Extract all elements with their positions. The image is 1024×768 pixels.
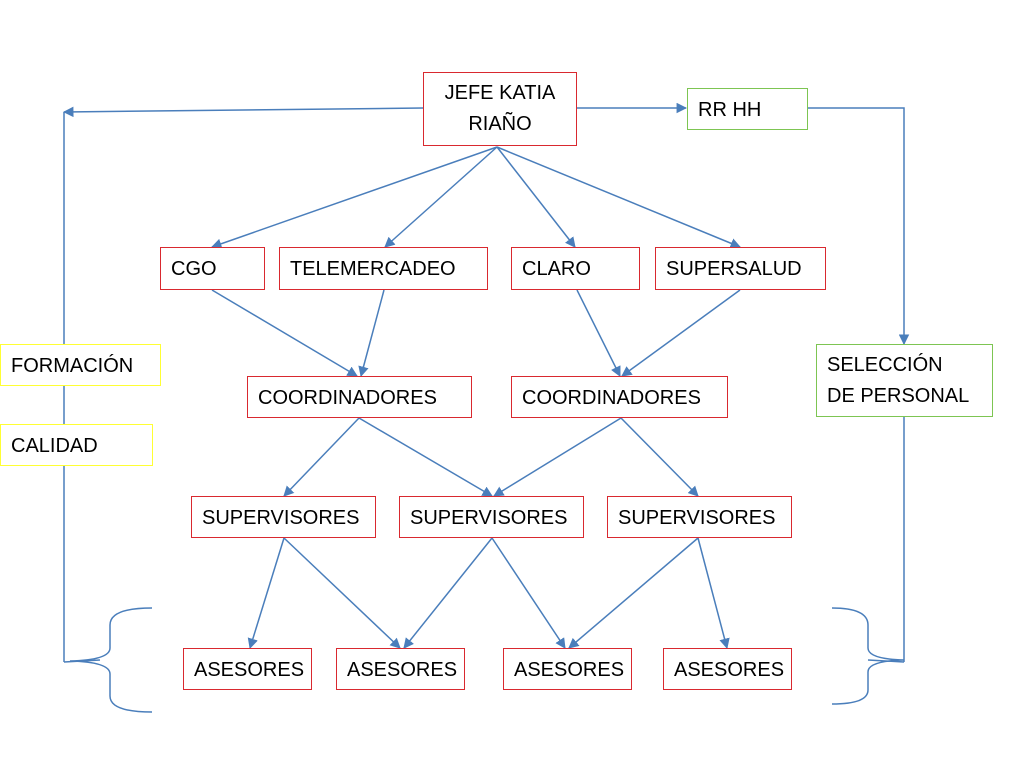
supersalud-label: SUPERSALUD (666, 258, 802, 280)
asesores-4-label: ASESORES (674, 659, 785, 681)
node-cgo: CGO (160, 247, 265, 290)
node-coordinadores-1: COORDINADORES (247, 376, 472, 418)
rrhh-label: RR HH (698, 99, 762, 121)
coordinadores-2-label: COORDINADORES (522, 387, 701, 409)
arrow-coord2-sup3 (620, 417, 699, 497)
asesores-2-label: ASESORES (347, 659, 458, 681)
arrow-coord1-sup1 (283, 417, 360, 497)
arrow-jefe-cgo (211, 146, 498, 249)
node-supervisores-1: SUPERVISORES (191, 496, 376, 538)
arrow-sup3-ase3 (568, 537, 699, 649)
arrow-jefe-supersalud (496, 146, 741, 249)
node-rrhh: RR HH (687, 88, 808, 130)
asesores-3-label: ASESORES (514, 659, 625, 681)
arrow-jefe-left (62, 106, 424, 118)
formacion-label: FORMACIÓN (11, 355, 134, 377)
node-seleccion: SELECCIÓN DE PERSONAL (816, 344, 993, 417)
seleccion-line1: SELECCIÓN (827, 354, 943, 376)
arrow-coord2-sup2 (493, 417, 622, 497)
jefe-line1: JEFE KATIA (444, 82, 556, 104)
node-asesores-2: ASESORES (336, 648, 465, 690)
arrow-jefe-claro (496, 146, 576, 248)
node-calidad: CALIDAD (0, 424, 153, 466)
node-supersalud: SUPERSALUD (655, 247, 826, 290)
supervisores-1-label: SUPERVISORES (202, 507, 360, 529)
supervisores-3-label: SUPERVISORES (618, 507, 776, 529)
node-supervisores-2: SUPERVISORES (399, 496, 584, 538)
node-coordinadores-2: COORDINADORES (511, 376, 728, 418)
arrow-sup3-ase4 (697, 537, 730, 650)
arrow-sup1-ase2 (283, 537, 401, 649)
right-brace (831, 607, 905, 705)
asesores-1-label: ASESORES (194, 659, 305, 681)
node-asesores-4: ASESORES (663, 648, 792, 690)
arrow-coord1-sup2 (358, 417, 493, 497)
node-asesores-3: ASESORES (503, 648, 632, 690)
telemercadeo-label: TELEMERCADEO (290, 258, 456, 280)
supervisores-2-label: SUPERVISORES (410, 507, 568, 529)
arrow-claro-coord2 (576, 289, 621, 377)
arrow-rrhh-seleccion (808, 107, 910, 346)
arrow-supersalud-coord2 (621, 289, 741, 377)
node-jefe: JEFE KATIA RIAÑO (423, 72, 577, 146)
node-claro: CLARO (511, 247, 640, 290)
node-supervisores-3: SUPERVISORES (607, 496, 792, 538)
node-asesores-1: ASESORES (183, 648, 312, 690)
arrow-sup2-ase2 (403, 537, 493, 649)
seleccion-line2: DE PERSONAL (827, 385, 970, 407)
jefe-line2: RIAÑO (468, 113, 532, 135)
cgo-label: CGO (171, 258, 217, 280)
arrow-cgo-coord1 (211, 289, 358, 377)
coordinadores-1-label: COORDINADORES (258, 387, 437, 409)
left-brace (69, 607, 153, 713)
calidad-label: CALIDAD (11, 435, 98, 457)
node-telemercadeo: TELEMERCADEO (279, 247, 488, 290)
arrow-sup2-ase3 (491, 537, 566, 649)
arrow-tele-coord1 (358, 289, 385, 378)
arrow-sup1-ase1 (247, 537, 285, 650)
arrow-jefe-telemercadeo (384, 146, 498, 248)
claro-label: CLARO (522, 258, 591, 280)
node-formacion: FORMACIÓN (0, 344, 161, 386)
